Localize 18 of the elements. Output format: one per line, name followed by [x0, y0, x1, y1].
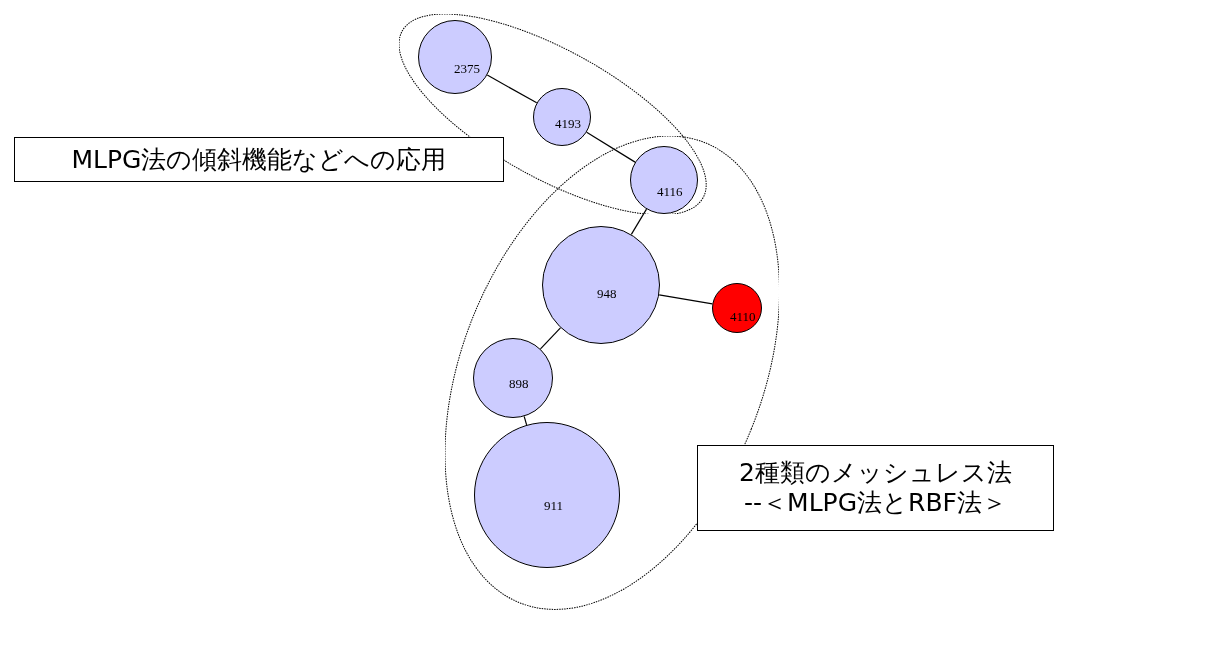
topic-circle: [712, 283, 762, 333]
count-label: 2375: [454, 62, 480, 75]
topic-circle: [630, 146, 698, 214]
count-label: 4116: [657, 185, 683, 198]
connector-line: [658, 294, 713, 305]
count-label: 4193: [555, 117, 581, 130]
connector-line: [523, 415, 528, 426]
connector-line: [486, 74, 538, 104]
count-label: 898: [509, 377, 529, 390]
count-label: 4110: [730, 310, 756, 323]
topic-label-box: 2種類のメッシュレス法 --＜MLPG法とRBF法＞: [697, 445, 1054, 531]
connector-line: [630, 208, 648, 235]
topic-circle: [418, 20, 492, 94]
connector-line: [586, 131, 636, 163]
count-label: 911: [544, 499, 563, 512]
topic-label-box: MLPG法の傾斜機能などへの応用: [14, 137, 504, 182]
connector-line: [539, 327, 562, 350]
count-label: 948: [597, 287, 617, 300]
